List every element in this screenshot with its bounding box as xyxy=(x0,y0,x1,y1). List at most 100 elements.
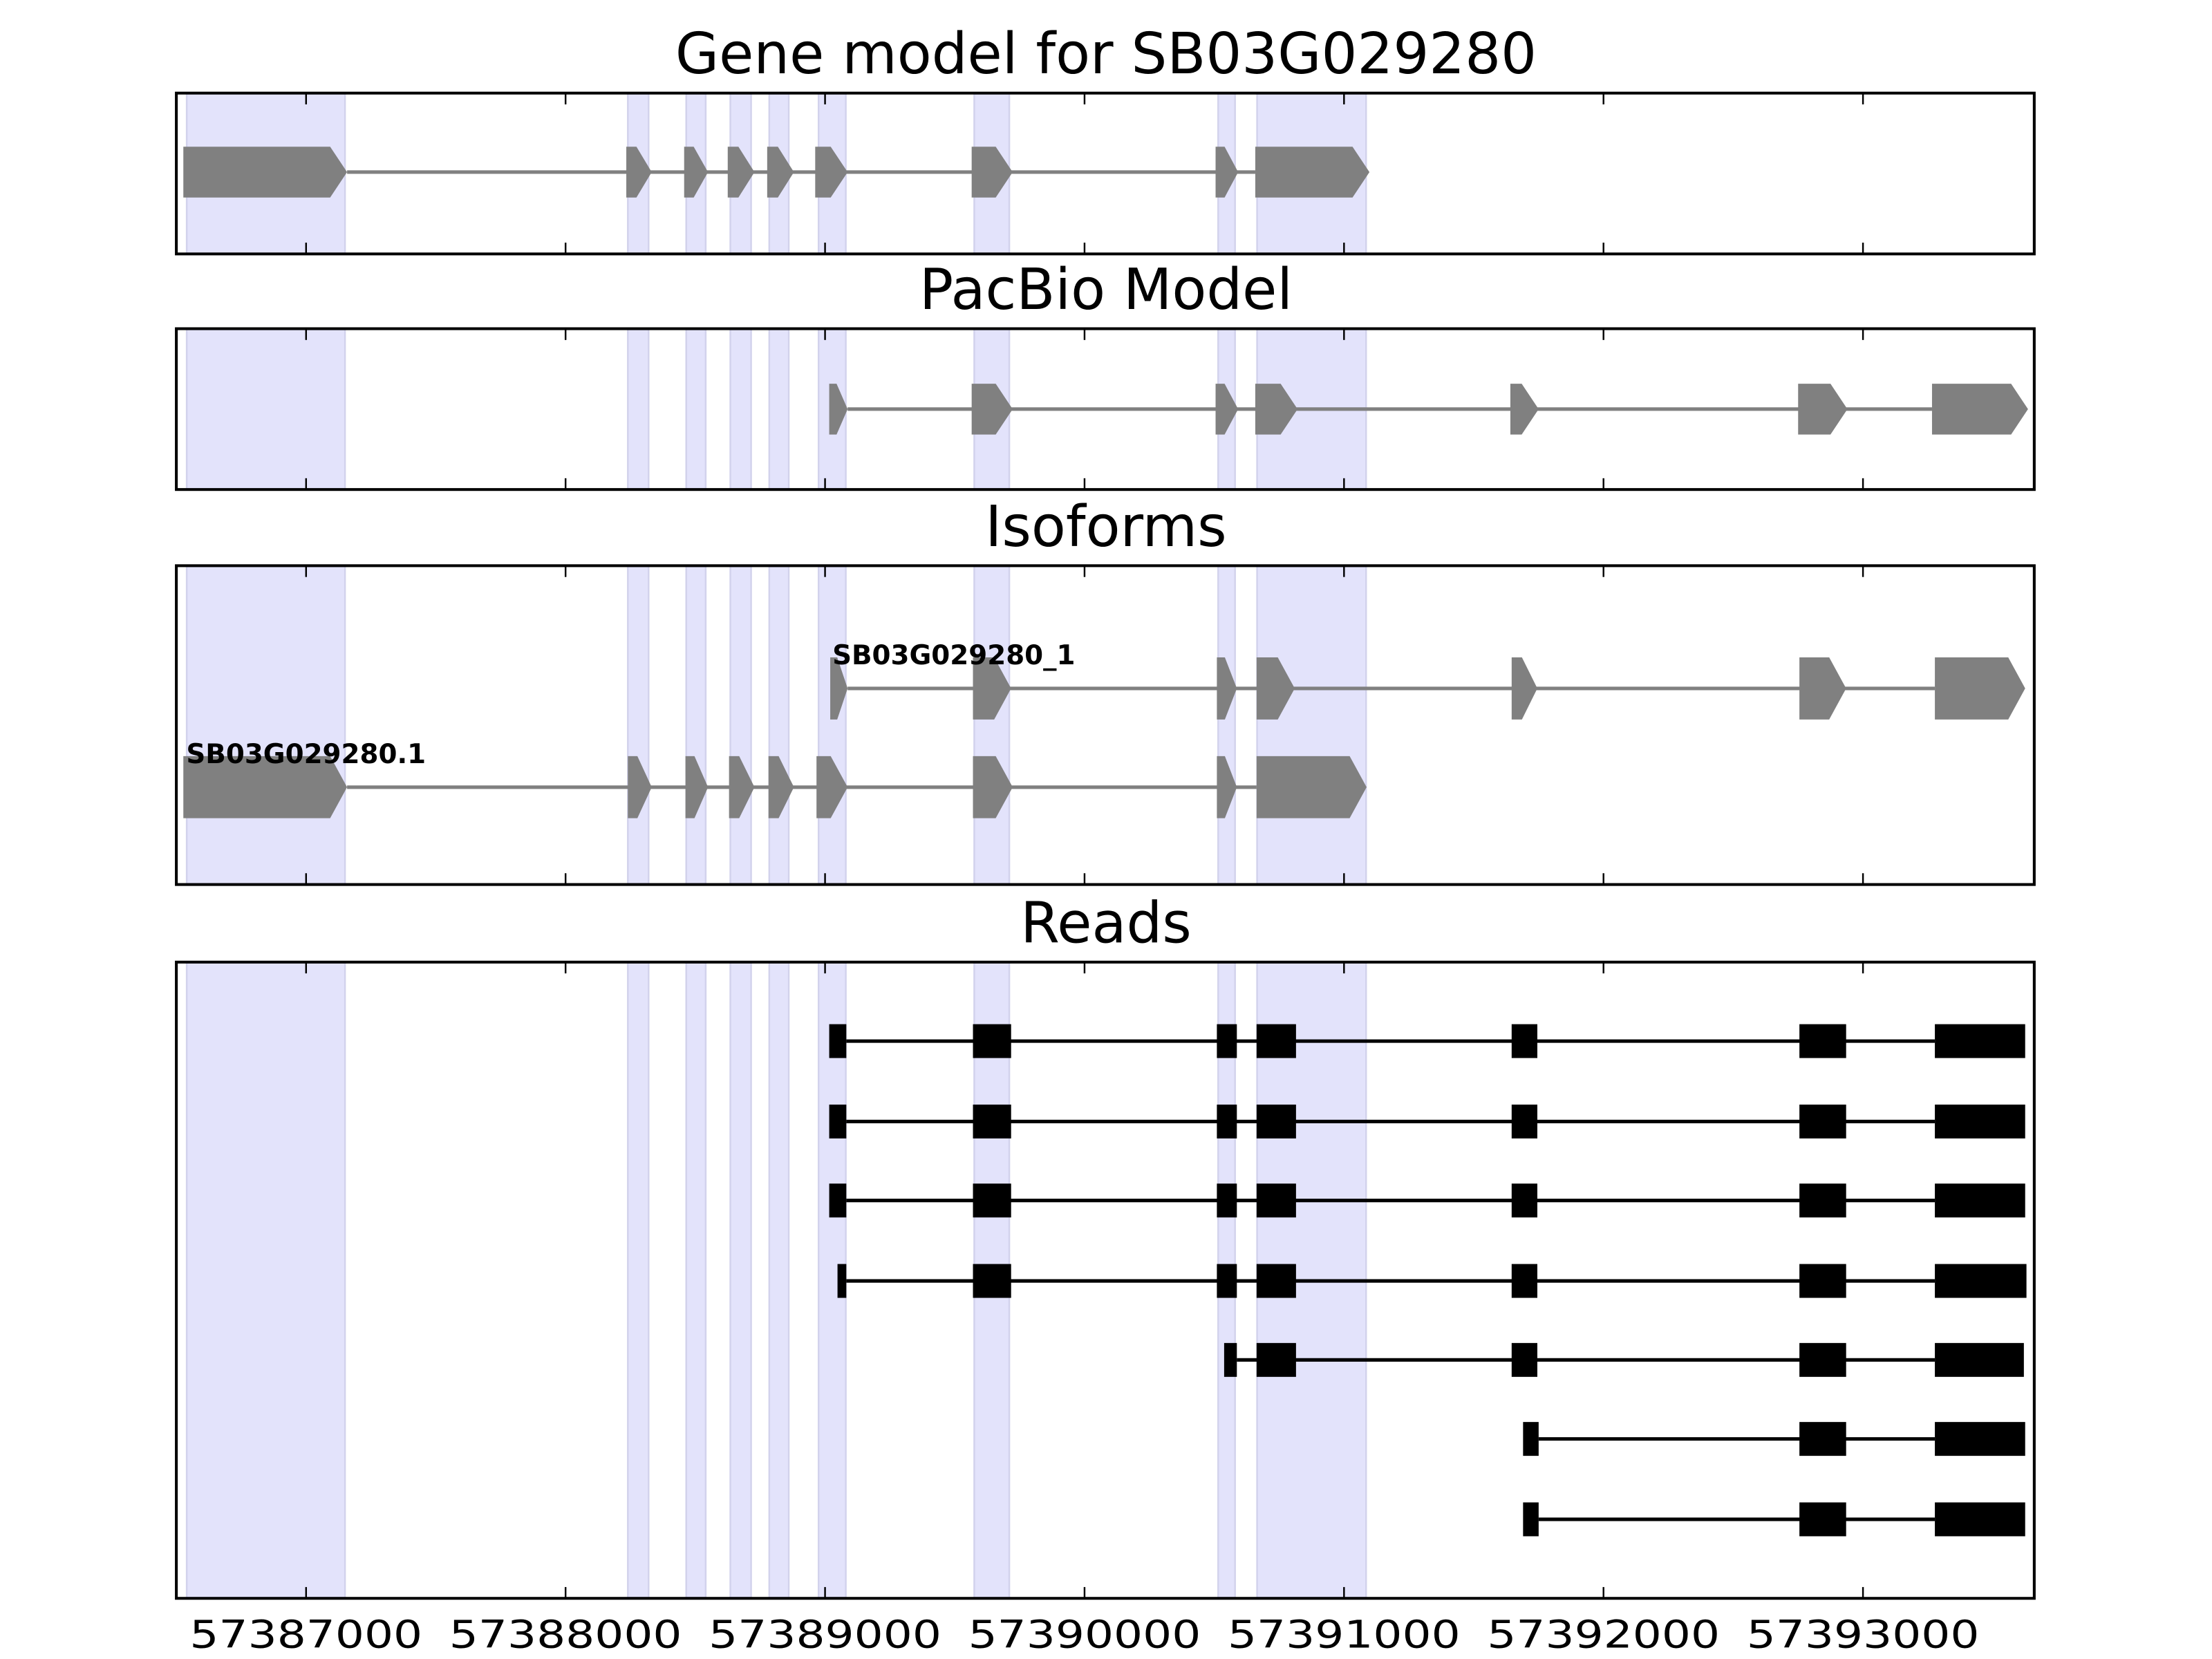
read-block xyxy=(1799,1183,1846,1218)
exon-highlight xyxy=(627,565,650,885)
read-block xyxy=(1224,1342,1237,1377)
read-block xyxy=(1256,1104,1296,1138)
read-block xyxy=(1799,1104,1846,1138)
read-block xyxy=(973,1183,1011,1218)
exon-arrow xyxy=(768,756,794,818)
exon-arrow xyxy=(971,384,1013,435)
exon-highlight xyxy=(1217,565,1236,885)
read-block xyxy=(1799,1264,1846,1298)
exon-arrow xyxy=(830,657,848,720)
exon-arrow xyxy=(816,756,848,818)
panel-0: Gene model for SB03G029280 xyxy=(175,21,2036,256)
read-block xyxy=(829,1104,847,1138)
read-block xyxy=(1217,1264,1237,1298)
exon-arrow xyxy=(973,657,1011,720)
exon-arrow xyxy=(1215,147,1239,198)
panel-title: PacBio Model xyxy=(919,257,1293,323)
read-block xyxy=(1935,1502,2025,1537)
read-block xyxy=(1935,1422,2025,1456)
read-block xyxy=(1217,1183,1237,1218)
exon-arrow xyxy=(973,756,1013,818)
read-block xyxy=(973,1264,1011,1298)
read-block xyxy=(1511,1264,1537,1298)
panel-title: Isoforms xyxy=(985,494,1226,560)
read-block xyxy=(1256,1264,1296,1298)
exon-arrow xyxy=(815,147,848,198)
exon-arrow xyxy=(1931,384,2028,435)
exon-arrow xyxy=(1799,657,1846,720)
read-block xyxy=(1511,1104,1537,1138)
exon-highlight xyxy=(729,961,752,1600)
read-block xyxy=(1799,1502,1846,1537)
exon-arrow xyxy=(767,147,794,198)
exon-arrow xyxy=(684,147,709,198)
read-block xyxy=(1799,1422,1846,1456)
exon-highlight xyxy=(1256,565,1367,885)
x-tick-label: 57387000 xyxy=(189,1613,422,1657)
read-block xyxy=(1256,1342,1296,1377)
x-tick-label: 57392000 xyxy=(1487,1613,1720,1657)
exon-arrow xyxy=(1798,384,1848,435)
read-block xyxy=(973,1104,1011,1138)
exon-highlight xyxy=(817,565,847,885)
exon-arrow xyxy=(829,384,848,435)
x-tick-label: 57390000 xyxy=(968,1613,1201,1657)
exon-arrow xyxy=(1510,384,1539,435)
exon-arrow xyxy=(727,147,755,198)
x-tick-label: 57391000 xyxy=(1228,1613,1461,1657)
panel-1: PacBio Model xyxy=(175,257,2036,491)
axes-frame xyxy=(175,960,2036,1600)
isoform-label: SB03G029280.1 xyxy=(186,739,426,770)
axes-frame xyxy=(175,91,2036,256)
exon-highlight xyxy=(627,328,650,491)
panel-title: Gene model for SB03G029280 xyxy=(675,21,1537,87)
exon-highlight xyxy=(729,565,752,885)
read-block xyxy=(1935,1264,2027,1298)
read-block xyxy=(1799,1024,1846,1058)
read-block xyxy=(1935,1342,2024,1377)
exon-highlight xyxy=(185,961,346,1600)
exon-highlight xyxy=(685,328,707,491)
read-block xyxy=(1511,1342,1537,1377)
x-tick-label: 57393000 xyxy=(1747,1613,1980,1657)
panel-title: Reads xyxy=(1020,890,1192,956)
exon-highlight xyxy=(685,565,707,885)
read-block xyxy=(973,1024,1011,1058)
exon-arrow xyxy=(1511,657,1537,720)
exon-highlight xyxy=(768,961,790,1600)
read-block xyxy=(1799,1342,1846,1377)
read-block xyxy=(837,1264,847,1298)
exon-highlight xyxy=(729,328,752,491)
axes-frame xyxy=(175,327,2036,491)
exon-arrow xyxy=(1256,657,1295,720)
read-block xyxy=(1511,1183,1537,1218)
read-block xyxy=(1523,1502,1539,1537)
exon-arrow xyxy=(1217,657,1237,720)
exon-highlight xyxy=(768,565,790,885)
exon-highlight xyxy=(185,328,346,491)
read-block xyxy=(1935,1024,2025,1058)
exon-arrow xyxy=(626,147,652,198)
read-block xyxy=(1935,1183,2025,1218)
read-block xyxy=(1217,1104,1237,1138)
exon-highlight xyxy=(185,565,346,885)
exon-highlight xyxy=(973,565,1011,885)
read-block xyxy=(829,1183,847,1218)
axes-frame xyxy=(175,564,2036,886)
x-tick-label: 57388000 xyxy=(449,1613,682,1657)
exon-arrow xyxy=(729,756,755,818)
isoform-label: SB03G029280_1 xyxy=(832,640,1075,671)
exon-arrow xyxy=(1256,756,1367,818)
exon-arrow xyxy=(1255,384,1298,435)
read-block xyxy=(1256,1183,1296,1218)
read-block xyxy=(829,1024,847,1058)
exon-arrow xyxy=(183,756,348,818)
exon-arrow xyxy=(685,756,709,818)
exon-arrow xyxy=(628,756,652,818)
read-block xyxy=(1217,1024,1237,1058)
read-block xyxy=(1256,1024,1296,1058)
exon-arrow xyxy=(1255,147,1370,198)
